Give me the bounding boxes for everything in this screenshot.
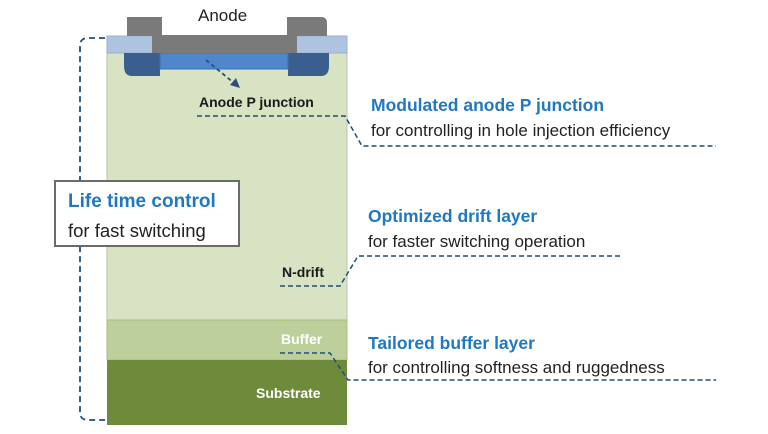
lifetime-control-heading: Life time control — [68, 191, 216, 212]
n-drift-label: N-drift — [282, 264, 324, 280]
feature-drift-sub: for faster switching operation — [368, 232, 586, 251]
anode-metal — [127, 17, 327, 53]
leader-buffer — [280, 352, 716, 381]
p-well-left — [124, 53, 160, 76]
feature-anode-sub: for controlling in hole injection effici… — [371, 121, 671, 140]
junction-pointer — [205, 59, 235, 84]
leader-anode-junction — [197, 115, 716, 147]
feature-buffer-sub: for controlling softness and ruggedness — [368, 358, 665, 377]
leader-ndrift — [280, 255, 622, 287]
p-well-right — [288, 53, 329, 76]
lifetime-control-sub: for fast switching — [68, 220, 206, 241]
feature-buffer-heading: Tailored buffer layer — [368, 333, 535, 353]
substrate-label: Substrate — [256, 385, 321, 401]
lifetime-control-callout: Life time control for fast switching — [54, 180, 240, 247]
feature-anode-heading: Modulated anode P junction — [371, 95, 605, 115]
anode-p-junction-label: Anode P junction — [199, 94, 314, 110]
anode-label: Anode — [198, 6, 248, 25]
substrate-layer — [107, 360, 347, 425]
junction-pointer-arrowhead — [230, 78, 240, 88]
buffer-label: Buffer — [281, 331, 323, 347]
feature-drift-heading: Optimized drift layer — [368, 206, 538, 226]
anode-p-junction-region — [159, 52, 289, 70]
